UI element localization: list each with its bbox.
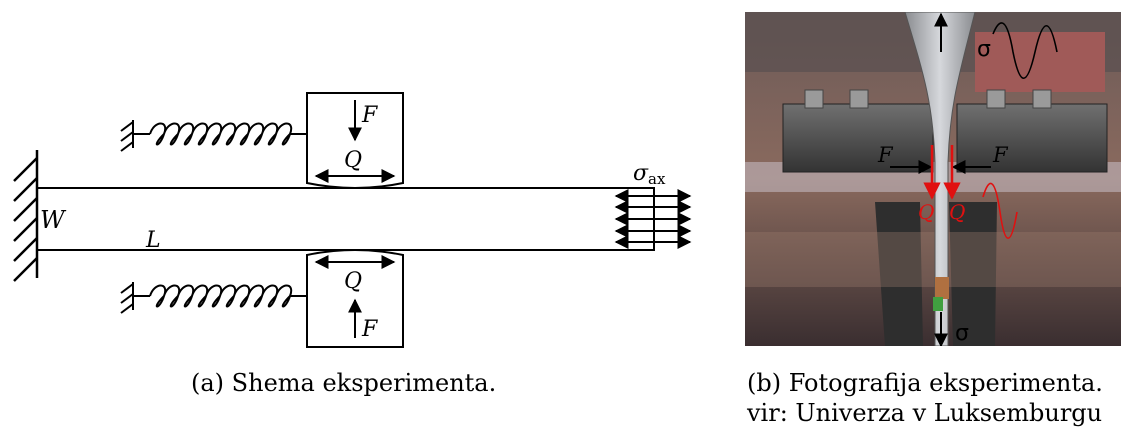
label-sigma-bottom: σ [955, 321, 969, 346]
label-Q-bottom: Q [344, 269, 362, 294]
caption-b-line1: (b) Fotografija eksperimenta. [747, 369, 1103, 397]
label-F-bottom: F [361, 317, 378, 342]
sine-wave-top [992, 22, 1058, 79]
specimen-beam [36, 187, 655, 251]
label-Q-left: Q [918, 200, 934, 224]
sigma-subscript: ax [648, 170, 666, 188]
caption-a: (a) Shema eksperimenta. [191, 369, 497, 397]
label-sigma-ax: σax [633, 161, 666, 188]
label-sigma-top: σ [977, 37, 991, 62]
spring-top [120, 120, 307, 152]
sigma-symbol: σ [633, 161, 649, 186]
sine-wave-red [982, 182, 1018, 239]
label-Q-right: Q [949, 200, 965, 224]
photo-illustration: σ σ F F Q Q [745, 12, 1121, 346]
caption-b-line2: vir: Univerza v Luksemburgu [747, 399, 1103, 427]
experiment-schematic: W L F Q Q F σax [13, 92, 692, 348]
label-F-right: F [992, 143, 1009, 167]
axial-stress-arrows [614, 189, 692, 249]
experiment-photo: σ σ F F Q Q [745, 12, 1121, 346]
label-F-left: F [877, 143, 894, 167]
label-W: W [40, 206, 67, 234]
label-L: L [145, 228, 161, 253]
label-Q-top: Q [344, 148, 362, 173]
spring-bottom [120, 282, 307, 314]
fixed-wall [13, 150, 39, 282]
contact-pad-bottom [306, 249, 404, 348]
label-F-top: F [361, 103, 378, 128]
